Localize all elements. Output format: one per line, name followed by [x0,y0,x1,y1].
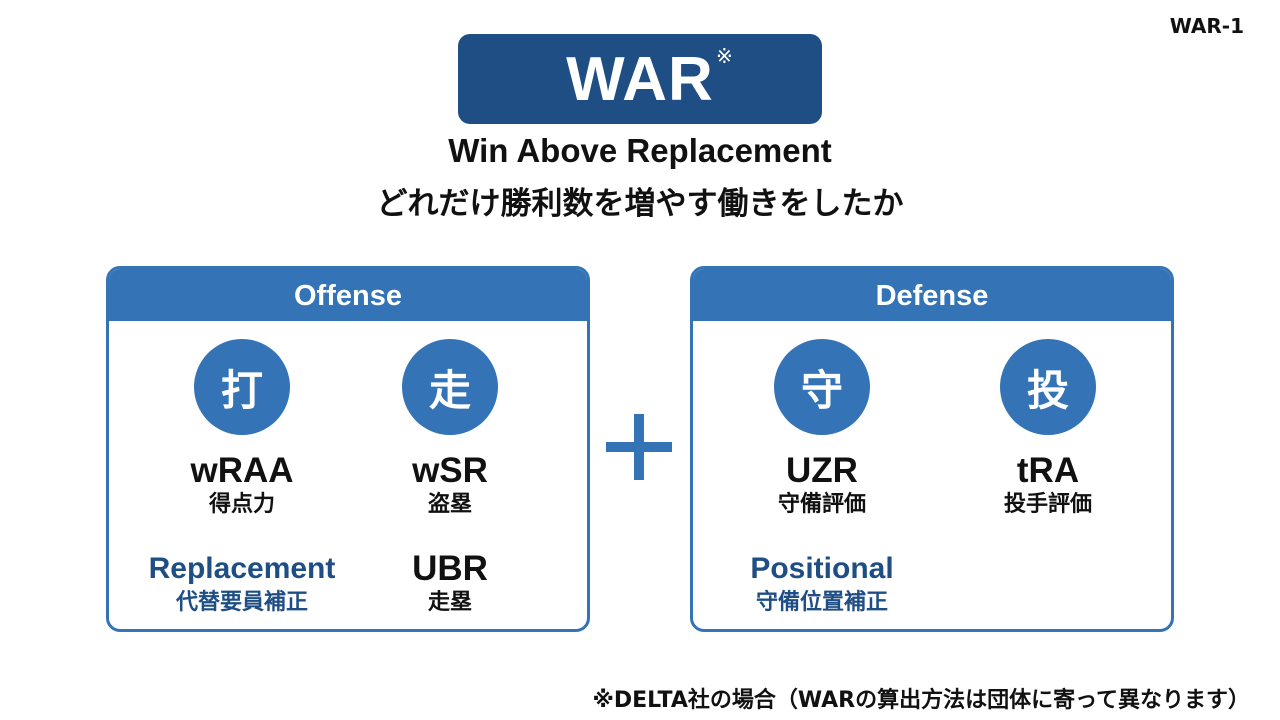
metric-uzr: UZR 守備評価 [712,451,932,519]
metric-tra-abbr: tRA [1016,451,1080,490]
batting-circle: 打 [194,339,290,435]
metric-wraa: wRAA 得点力 [132,451,352,519]
offense-panel: Offense 打 走 wRAA 得点力 wSR 盗塁 Replacement … [106,266,590,632]
metric-wraa-desc: 得点力 [208,492,275,517]
pitching-circle: 投 [1000,339,1096,435]
metric-uzr-abbr: UZR [786,451,858,490]
subtitle-japanese: どれだけ勝利数を増やす働きをしたか [376,186,904,222]
plus-icon [606,414,672,480]
footnote: ※DELTA社の場合（WARの算出方法は団体に寄って異なります） [592,688,1250,713]
fielding-circle: 守 [774,339,870,435]
metric-replacement-desc: 代替要員補正 [175,590,308,615]
metric-ubr-abbr: UBR [412,549,488,588]
metric-ubr: UBR 走塁 [340,549,560,617]
offense-header: Offense [109,269,587,321]
metric-positional: Positional 守備位置補正 [712,549,932,617]
metric-replacement-abbr: Replacement [148,552,336,585]
metric-positional-desc: 守備位置補正 [755,590,888,615]
metric-tra-desc: 投手評価 [1003,492,1092,517]
metric-wsr-abbr: wSR [412,451,488,490]
metric-uzr-desc: 守備評価 [777,492,866,517]
title-text: WAR [566,44,714,114]
metric-wsr-desc: 盗塁 [427,492,472,517]
plus-icon-vertical [634,414,644,480]
metric-positional-abbr: Positional [750,552,894,585]
defense-header: Defense [693,269,1171,321]
metric-replacement: Replacement 代替要員補正 [132,549,352,617]
slide-id: WAR-1 [1169,14,1244,38]
running-circle: 走 [402,339,498,435]
title-footnote-mark: ※ [716,44,733,68]
defense-panel: Defense 守 投 UZR 守備評価 tRA 投手評価 Positional… [690,266,1174,632]
metric-wsr: wSR 盗塁 [340,451,560,519]
metric-ubr-desc: 走塁 [427,590,472,615]
metric-wraa-abbr: wRAA [190,451,294,490]
metric-tra: tRA 投手評価 [938,451,1158,519]
subtitle-english: Win Above Replacement [448,132,832,169]
title-box: WAR ※ [458,34,822,124]
